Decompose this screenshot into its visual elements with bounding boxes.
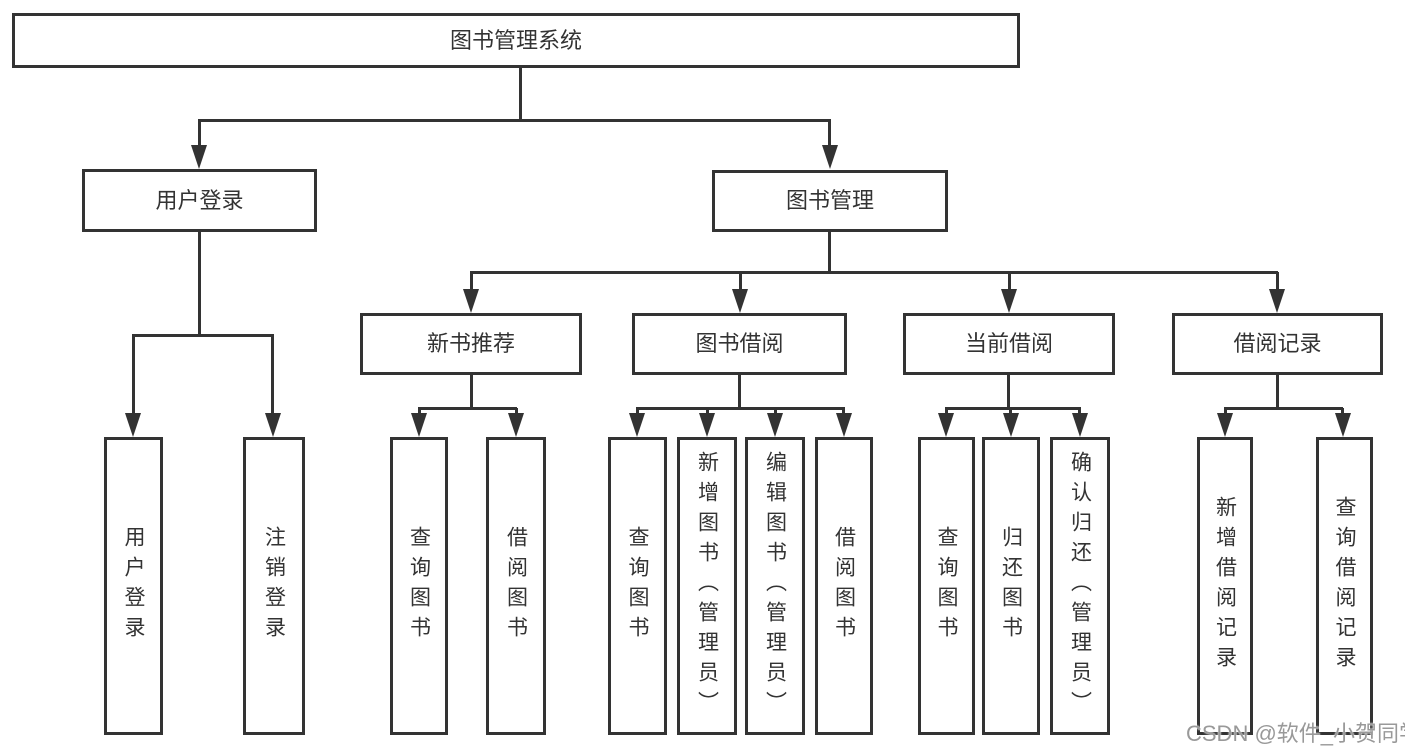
node-borrow-record: 借阅记录 [1172,313,1383,375]
connector-line [271,335,274,414]
arrowhead-icon [411,413,427,437]
connector-line [828,232,831,272]
connector-line [636,407,845,410]
connector-line [636,408,639,415]
connector-line [470,271,1278,274]
leaf-borrow-edit-books-admin: 编辑图书（管理员） [745,437,805,735]
node-current-borrow: 当前借阅 [903,313,1115,375]
arrowhead-icon [822,145,838,169]
arrowhead-icon [191,145,207,169]
arrowhead-icon [836,413,852,437]
connector-line [1224,408,1227,415]
connector-line [1224,407,1343,410]
connector-line [470,375,473,408]
connector-line [1341,408,1344,415]
arrowhead-icon [1001,289,1017,313]
connector-line [945,407,1081,410]
connector-line [738,375,741,408]
arrowhead-icon [125,413,141,437]
arrowhead-icon [1072,413,1088,437]
connector-line [706,408,709,415]
connector-line [739,272,742,291]
node-user-login: 用户登录 [82,169,317,232]
connector-line [515,408,518,415]
node-new-book-recommend: 新书推荐 [360,313,582,375]
arrowhead-icon [699,413,715,437]
connector-line [198,232,201,335]
connector-line [519,68,522,121]
leaf-current-confirm-return-admin: 确认归还（管理员） [1050,437,1110,735]
connector-line [774,408,777,415]
node-root: 图书管理系统 [12,13,1020,68]
leaf-borrow-query-books: 查询图书 [608,437,667,735]
leaf-record-query-record: 查询借阅记录 [1316,437,1373,735]
arrowhead-icon [1269,289,1285,313]
leaf-borrow-borrow-books: 借阅图书 [815,437,873,735]
node-book-borrow: 图书借阅 [632,313,847,375]
arrowhead-icon [1217,413,1233,437]
arrowhead-icon [463,289,479,313]
arrowhead-icon [1335,413,1351,437]
connector-line [132,335,135,414]
arrowhead-icon [265,413,281,437]
csdn-watermark: CSDN @软件_小贺同学 [1186,721,1405,746]
arrowhead-icon [508,413,524,437]
connector-line [418,408,421,415]
connector-line [198,119,831,122]
connector-line [1009,408,1012,415]
connector-line [1007,375,1010,408]
leaf-current-return-books: 归还图书 [982,437,1040,735]
connector-line [132,334,274,337]
connector-line [828,120,831,148]
leaf-logout: 注销登录 [243,437,305,735]
connector-line [1008,272,1011,291]
connector-line [842,408,845,415]
arrowhead-icon [629,413,645,437]
connector-line [198,120,201,148]
arrowhead-icon [767,413,783,437]
leaf-user-login: 用户登录 [104,437,163,735]
leaf-newrec-borrow-books: 借阅图书 [486,437,546,735]
arrowhead-icon [1003,413,1019,437]
connector-line [945,408,948,415]
arrowhead-icon [938,413,954,437]
arrowhead-icon [732,289,748,313]
leaf-newrec-query-books: 查询图书 [390,437,448,735]
leaf-current-query-books: 查询图书 [918,437,975,735]
connector-line [1078,408,1081,415]
connector-line [1276,375,1279,408]
connector-line [418,407,517,410]
connector-line [470,272,473,291]
node-book-management: 图书管理 [712,170,948,232]
leaf-record-add-record: 新增借阅记录 [1197,437,1253,735]
leaf-borrow-add-books-admin: 新增图书（管理员） [677,437,737,735]
connector-line [1276,272,1279,291]
